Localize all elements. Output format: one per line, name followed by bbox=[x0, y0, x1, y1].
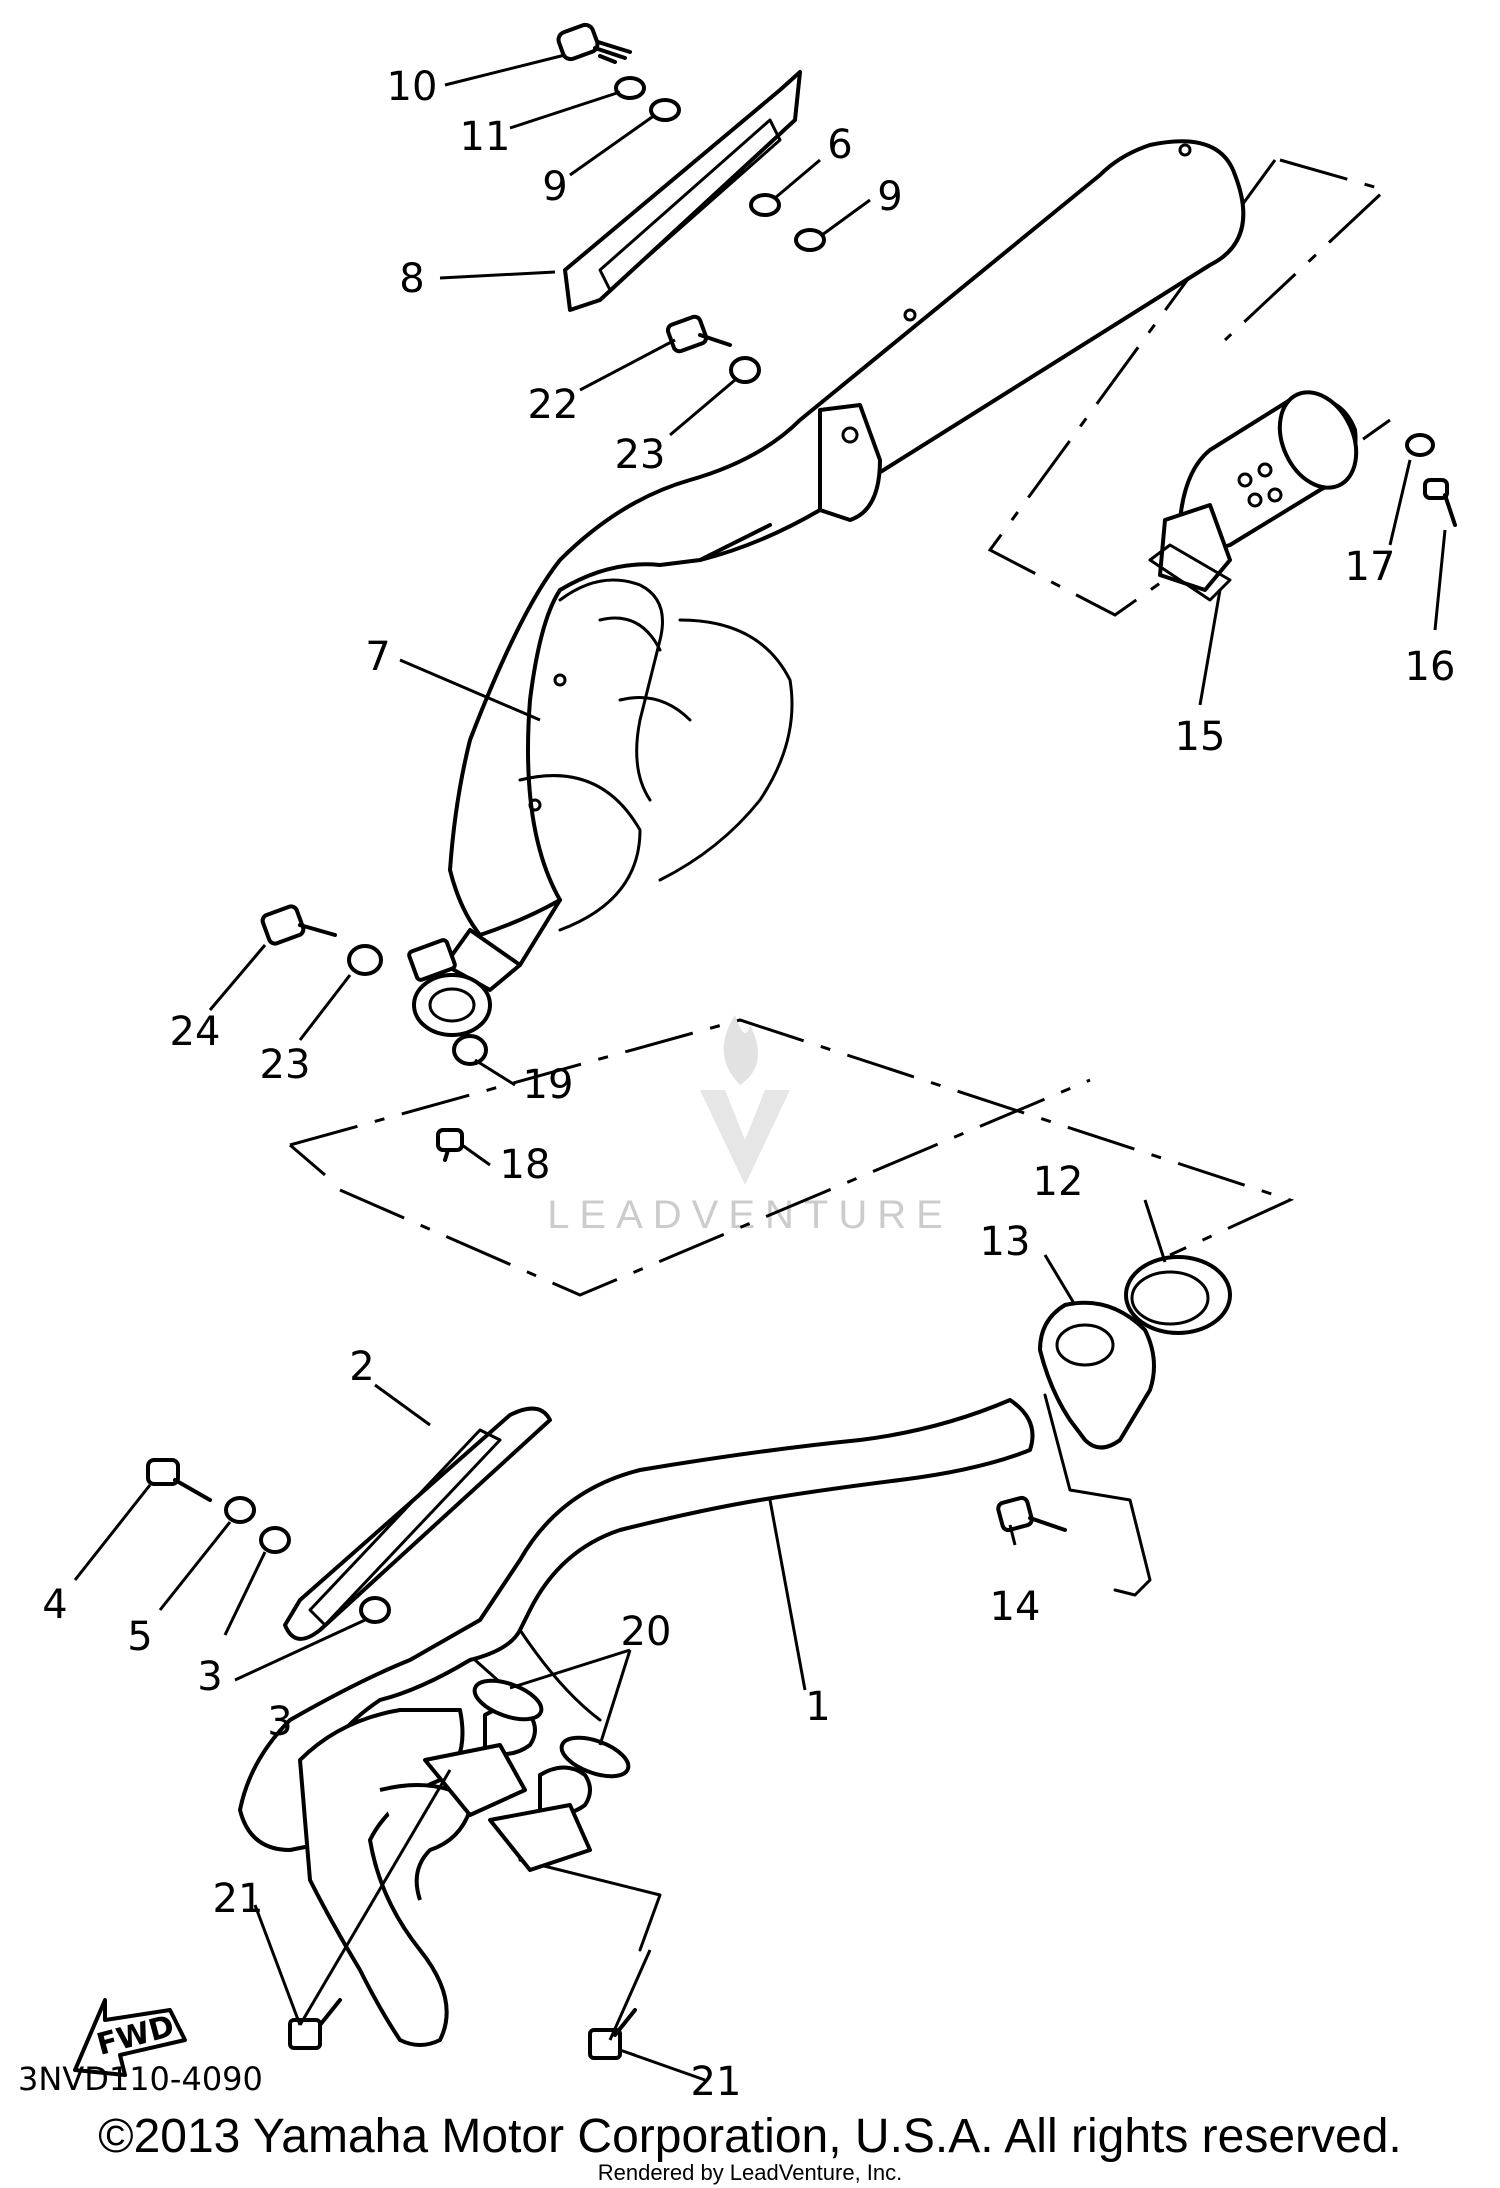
muffler bbox=[407, 139, 1246, 1037]
washer-5 bbox=[224, 1496, 256, 1524]
clamp bbox=[1038, 1300, 1156, 1450]
diagram-code: 3NVD110-4090 bbox=[18, 2060, 263, 2098]
callout-15: 15 bbox=[1175, 714, 1226, 760]
callout-numbers: 10 11 9 6 9 8 22 23 7 17 16 15 24 23 19 … bbox=[42, 64, 1455, 2105]
callout-5: 5 bbox=[127, 1614, 152, 1660]
callout-23: 23 bbox=[260, 1042, 311, 1088]
callout-20: 20 bbox=[621, 1609, 672, 1655]
callout-21: 21 bbox=[691, 2059, 742, 2105]
washer-17 bbox=[1405, 433, 1435, 457]
washer-3-lower bbox=[359, 1596, 391, 1624]
callout-11: 11 bbox=[460, 114, 511, 160]
bolt-14 bbox=[996, 1495, 1067, 1533]
callout-10: 10 bbox=[387, 64, 438, 110]
callout-8: 8 bbox=[399, 256, 424, 302]
bolt-24 bbox=[260, 904, 337, 946]
rendered-by-notice: Rendered by LeadVenture, Inc. bbox=[598, 2160, 903, 2185]
callout-17: 17 bbox=[1345, 544, 1396, 590]
callout-2: 2 bbox=[349, 1344, 374, 1390]
heat-protector-lower bbox=[283, 1406, 552, 1641]
bolt-10 bbox=[556, 22, 632, 64]
callout-6: 6 bbox=[827, 122, 852, 168]
washer-23-lower bbox=[347, 944, 383, 976]
gasket-ring bbox=[1124, 1255, 1232, 1335]
callout-9: 9 bbox=[542, 164, 567, 210]
washer-6 bbox=[749, 193, 781, 217]
washer-9-right bbox=[794, 228, 826, 252]
gasket-20-a bbox=[472, 1678, 544, 1722]
callout-21: 21 bbox=[213, 1876, 264, 1922]
callout-3: 3 bbox=[267, 1699, 292, 1745]
callout-23: 23 bbox=[615, 432, 666, 478]
bolt-4 bbox=[146, 1458, 212, 1502]
heat-protector-upper bbox=[563, 70, 802, 312]
callout-3: 3 bbox=[197, 1654, 222, 1700]
callout-19: 19 bbox=[523, 1062, 574, 1108]
callout-24: 24 bbox=[170, 1009, 221, 1055]
nut-19 bbox=[452, 1034, 488, 1066]
leader-lines bbox=[73, 53, 1447, 2082]
callout-16: 16 bbox=[1405, 644, 1456, 690]
copyright-notice: ©2013 Yamaha Motor Corporation, U.S.A. A… bbox=[98, 2110, 1402, 2163]
screw-18 bbox=[436, 1128, 464, 1162]
bolt-21-left bbox=[288, 1998, 342, 2050]
callout-13: 13 bbox=[980, 1219, 1031, 1265]
leadventure-watermark: LEADVENTURE bbox=[547, 1015, 953, 1237]
callout-12: 12 bbox=[1033, 1159, 1084, 1205]
bolt-16 bbox=[1423, 478, 1457, 527]
callout-9: 9 bbox=[877, 174, 902, 220]
washer-23-upper bbox=[729, 356, 761, 384]
washer-3-upper bbox=[259, 1526, 291, 1554]
callout-7: 7 bbox=[365, 634, 390, 680]
callout-14: 14 bbox=[990, 1584, 1041, 1630]
spark-arrester bbox=[1148, 390, 1359, 602]
callout-1: 1 bbox=[805, 1684, 830, 1730]
exhaust-pipe bbox=[238, 1398, 1035, 2047]
assembly-outline-joint bbox=[289, 1018, 1295, 1297]
assembly-outline-bolts bbox=[518, 1858, 662, 1952]
bolt-22 bbox=[665, 314, 732, 354]
callout-22: 22 bbox=[528, 382, 579, 428]
watermark-text: LEADVENTURE bbox=[547, 1193, 953, 1237]
washer-11 bbox=[614, 76, 646, 100]
assembly-outline-clamp bbox=[1043, 1393, 1152, 1597]
washer-9-upper bbox=[649, 98, 681, 122]
callout-4: 4 bbox=[42, 1582, 67, 1628]
callout-18: 18 bbox=[500, 1142, 551, 1188]
